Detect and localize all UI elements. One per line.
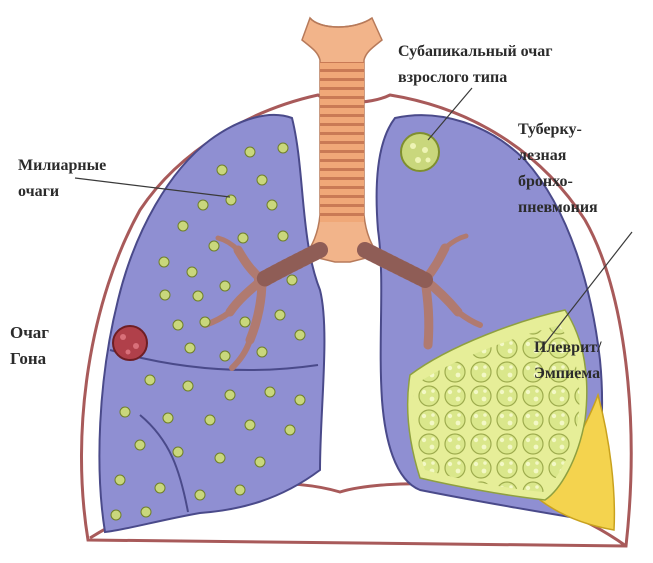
miliary-nodule: [284, 424, 296, 436]
miliary-nodule: [110, 509, 122, 521]
miliary-nodule: [219, 280, 231, 292]
miliary-nodule: [286, 274, 298, 286]
label-tb-line2: лезная: [518, 147, 567, 164]
miliary-nodule: [162, 412, 174, 424]
miliary-nodule: [219, 350, 231, 362]
miliary-nodule: [184, 342, 196, 354]
miliary-nodule: [264, 386, 276, 398]
miliary-nodule: [197, 199, 209, 211]
subapical-pointer: [427, 87, 473, 141]
miliary-nodule: [234, 484, 246, 496]
miliary-nodule: [119, 406, 131, 418]
miliary-nodule: [254, 456, 266, 468]
miliary-nodule: [224, 389, 236, 401]
miliary-nodule: [225, 194, 237, 206]
miliary-nodule: [239, 316, 251, 328]
miliary-nodule: [244, 419, 256, 431]
label-tb-line3: бронхо-: [518, 173, 573, 190]
label-subapical-line2: взрослого типа: [398, 69, 507, 86]
miliary-nodule: [172, 446, 184, 458]
miliary-nodule: [294, 329, 306, 341]
miliary-nodule: [266, 199, 278, 211]
bronchopneumonia-pointer: [539, 231, 633, 351]
miliary-nodule: [256, 346, 268, 358]
miliary-nodule: [154, 482, 166, 494]
miliary-nodule: [140, 506, 152, 518]
label-tb-line1: Туберку-: [518, 121, 582, 138]
label-tb-line4: пневмония: [518, 199, 598, 216]
miliary-nodule: [177, 220, 189, 232]
label-ghon-line1: Очаг: [10, 323, 49, 342]
miliary-nodule: [274, 309, 286, 321]
miliary-foci: [110, 142, 306, 521]
miliary-nodule: [186, 266, 198, 278]
label-subapical-line1: Субапикальный очаг: [398, 43, 553, 60]
miliary-nodule: [159, 289, 171, 301]
ghon-focus: [112, 325, 148, 361]
miliary-nodule: [256, 174, 268, 186]
miliary-nodule: [277, 230, 289, 242]
miliary-nodule: [158, 256, 170, 268]
miliary-nodule: [192, 290, 204, 302]
label-ghon-line2: Гона: [10, 349, 47, 368]
miliary-pointer: [74, 177, 231, 198]
miliary-nodule: [277, 142, 289, 154]
miliary-nodule: [214, 452, 226, 464]
right-bronchial-tree: [357, 233, 483, 350]
miliary-nodule: [172, 319, 184, 331]
miliary-nodule: [294, 394, 306, 406]
miliary-nodule: [114, 474, 126, 486]
miliary-nodule: [216, 164, 228, 176]
label-pleurisy-line2: Эмпиема: [534, 365, 600, 382]
miliary-nodule: [199, 316, 211, 328]
subapical-focus: [400, 132, 440, 172]
miliary-nodule: [182, 380, 194, 392]
miliary-nodule: [204, 414, 216, 426]
bronchopneumonia-foci: [413, 325, 580, 492]
miliary-nodule: [194, 489, 206, 501]
label-miliary-line1: Милиарные: [18, 157, 106, 174]
label-miliary-line2: очаги: [18, 183, 59, 200]
miliary-nodule: [208, 240, 220, 252]
label-pleurisy-line1: Плеврит/: [534, 339, 602, 356]
miliary-nodule: [144, 374, 156, 386]
miliary-nodule: [244, 146, 256, 158]
left-bronchial-tree: [202, 235, 328, 371]
miliary-nodule: [134, 439, 146, 451]
left-fissure-lower: [139, 414, 189, 513]
trachea: [301, 16, 383, 263]
miliary-nodule: [237, 232, 249, 244]
